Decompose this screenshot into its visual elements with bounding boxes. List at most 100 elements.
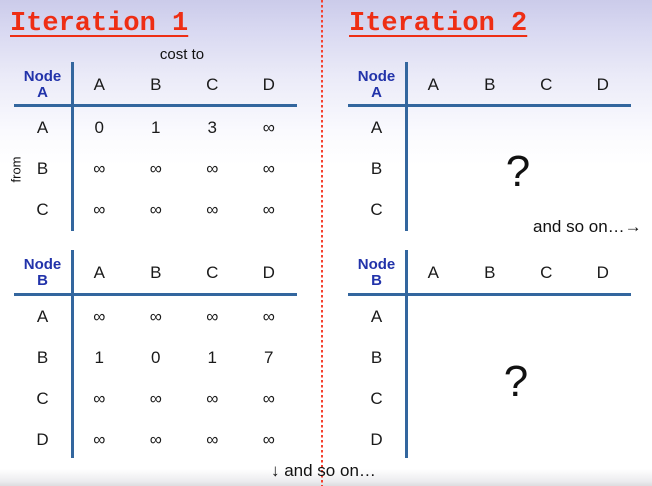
iteration1-node-a-table: Node A A B C D A 0 1 3 ∞ B ∞ ∞ ∞ ∞ C ∞ ∞…	[14, 62, 297, 231]
table-header-row: Node B A B C D	[348, 250, 631, 296]
row-label: B	[370, 347, 383, 367]
column-header: D	[596, 74, 609, 94]
table-cell: 1	[207, 347, 217, 367]
table-row: C ∞ ∞ ∞ ∞	[14, 379, 297, 420]
unknown-values-question-mark: ?	[503, 357, 529, 406]
table-cell: ∞	[149, 430, 162, 450]
table-cell: 0	[94, 117, 104, 137]
and-so-on-down-label: ↓ and so on…	[271, 461, 376, 480]
row-label: B	[370, 158, 383, 178]
row-label: C	[370, 389, 383, 409]
node-b-label: Node B	[23, 256, 62, 289]
table-cell: ∞	[206, 200, 219, 220]
column-header: B	[150, 74, 162, 94]
column-header: B	[484, 263, 496, 282]
table-cell: 3	[207, 117, 217, 137]
and-so-on-right-label: and so on…→	[533, 217, 642, 236]
table-cell: ∞	[149, 306, 162, 326]
iteration-1-title: Iteration 1	[10, 9, 189, 39]
table-cell: ∞	[262, 117, 275, 137]
table-cell: ∞	[93, 306, 106, 326]
column-header: C	[540, 74, 553, 94]
table-cell: ∞	[149, 389, 162, 409]
table-cell: ∞	[93, 430, 106, 450]
table-cell: ∞	[262, 389, 275, 409]
table-row: A 0 1 3 ∞	[14, 107, 297, 148]
table-row: C	[348, 190, 631, 231]
table-vertical-line	[405, 62, 408, 231]
table-cell: 0	[151, 347, 161, 367]
table-vertical-line	[71, 62, 74, 231]
table-cell: ∞	[262, 200, 275, 220]
column-header: A	[427, 263, 439, 282]
table-horizontal-line	[14, 293, 297, 296]
table-header-row: Node A A B C D	[348, 62, 631, 107]
table-row: B 1 0 1 7	[14, 337, 297, 378]
table-cell: ∞	[206, 389, 219, 409]
row-label: A	[370, 117, 383, 137]
table-cell: 1	[94, 347, 104, 367]
table-cell: ∞	[206, 430, 219, 450]
table-cell: ∞	[262, 306, 275, 326]
column-header: A	[427, 74, 439, 94]
column-header: B	[484, 74, 496, 94]
table-cell: ∞	[262, 158, 275, 178]
table-cell: ∞	[93, 389, 106, 409]
table-cell: 1	[151, 117, 161, 137]
iteration2-node-a-table: Node A A B C D A B C ?	[348, 62, 631, 231]
table-cell: ∞	[262, 430, 275, 450]
row-label: C	[36, 200, 49, 220]
table-cell: ∞	[206, 158, 219, 178]
column-header: D	[596, 263, 609, 282]
row-label: A	[36, 306, 49, 326]
node-a-label: Node A	[357, 67, 396, 101]
divider-dotted-line	[321, 0, 323, 486]
table-cell: ∞	[206, 306, 219, 326]
table-row: C	[348, 379, 631, 420]
table-cell: ∞	[149, 158, 162, 178]
table-header-row: Node A A B C D	[14, 62, 297, 107]
iteration2-node-b-table: Node B A B C D A B C D ?	[348, 250, 631, 458]
table-row: D ∞ ∞ ∞ ∞	[14, 420, 297, 461]
column-header: C	[206, 263, 219, 282]
table-header-row: Node B A B C D	[14, 250, 297, 296]
table-cell: ∞	[93, 158, 106, 178]
iteration1-node-b-table: Node B A B C D A ∞ ∞ ∞ ∞ B 1 0 1 7 C ∞ ∞…	[14, 250, 297, 458]
row-label: C	[36, 389, 49, 409]
row-label: B	[36, 347, 49, 367]
table-row: C ∞ ∞ ∞ ∞	[14, 190, 297, 231]
table-row: B ∞ ∞ ∞ ∞	[14, 148, 297, 189]
table-cell: ∞	[149, 200, 162, 220]
table-cell: ∞	[93, 200, 106, 220]
table-vertical-line	[405, 250, 408, 458]
node-b-label: Node B	[357, 256, 396, 289]
table-row: A ∞ ∞ ∞ ∞	[14, 296, 297, 337]
table-row: B	[348, 337, 631, 378]
node-a-label: Node A	[23, 67, 62, 101]
column-header: A	[93, 74, 105, 94]
column-header: D	[262, 74, 275, 94]
column-header: A	[93, 263, 105, 282]
column-header: D	[262, 263, 275, 282]
iteration-2-title: Iteration 2	[349, 9, 528, 39]
column-header: B	[150, 263, 162, 282]
row-label: D	[370, 430, 383, 450]
table-horizontal-line	[348, 293, 631, 296]
row-label: A	[370, 306, 383, 326]
table-vertical-line	[71, 250, 74, 458]
unknown-values-question-mark: ?	[505, 147, 531, 196]
cost-to-label: cost to	[159, 46, 205, 63]
table-row: B	[348, 148, 631, 189]
column-header: C	[540, 263, 553, 282]
table-cell: 7	[264, 347, 274, 367]
table-horizontal-line	[14, 104, 297, 107]
column-header: C	[206, 74, 219, 94]
table-row: A	[348, 107, 631, 148]
table-horizontal-line	[348, 104, 631, 107]
row-label: A	[36, 117, 49, 137]
row-label: B	[36, 158, 49, 178]
row-label: D	[36, 430, 49, 450]
table-row: A	[348, 296, 631, 337]
table-row: D	[348, 420, 631, 461]
